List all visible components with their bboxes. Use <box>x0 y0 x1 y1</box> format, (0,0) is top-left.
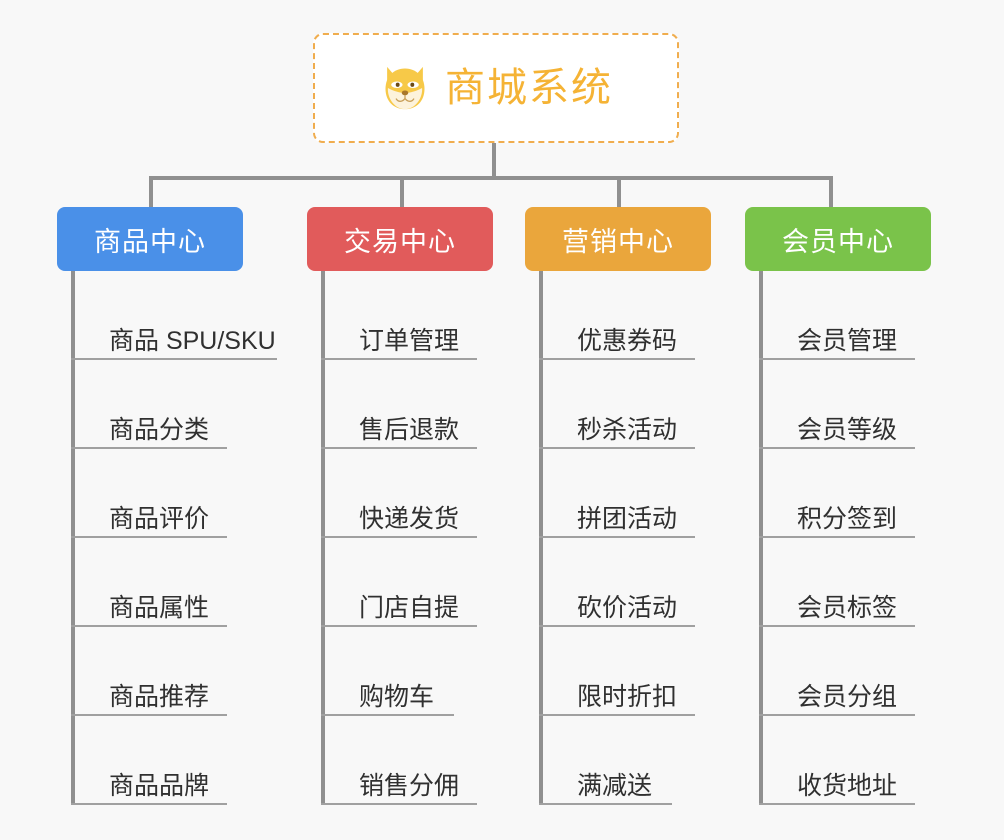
sub-item-label: 拼团活动 <box>577 505 678 534</box>
sub-item-4-3[interactable]: 积分签到 <box>759 449 915 538</box>
sub-item-label: 商品品牌 <box>109 772 210 801</box>
category-box-4[interactable]: 会员中心 <box>745 207 931 271</box>
sub-item-3-3[interactable]: 拼团活动 <box>539 449 695 538</box>
sub-item-label: 购物车 <box>359 683 435 712</box>
category-label-4: 会员中心 <box>782 226 894 257</box>
shiba-dog-icon <box>385 66 425 110</box>
sub-item-label: 商品 SPU/SKU <box>109 327 276 356</box>
sub-item-label: 商品评价 <box>109 505 210 534</box>
sub-item-label: 会员分组 <box>797 683 898 712</box>
sub-item-3-1[interactable]: 优惠券码 <box>539 271 695 360</box>
sub-spine-3 <box>539 271 543 805</box>
sub-item-1-4[interactable]: 商品属性 <box>71 538 227 627</box>
sub-item-3-5[interactable]: 限时折扣 <box>539 627 695 716</box>
sub-item-4-1[interactable]: 会员管理 <box>759 271 915 360</box>
sub-item-1-6[interactable]: 商品品牌 <box>71 716 227 805</box>
sub-item-label: 秒杀活动 <box>577 416 678 445</box>
sub-item-2-2[interactable]: 售后退款 <box>321 360 477 449</box>
sub-item-label: 售后退款 <box>359 416 460 445</box>
sub-item-label: 会员等级 <box>797 416 898 445</box>
category-label-3: 营销中心 <box>562 226 674 257</box>
sub-item-1-3[interactable]: 商品评价 <box>71 449 227 538</box>
connector-drop-2 <box>400 178 404 207</box>
root-node-shop-system[interactable]: 商城系统 <box>313 33 679 143</box>
sub-item-label: 限时折扣 <box>577 683 678 712</box>
sub-item-2-5[interactable]: 购物车 <box>321 627 454 716</box>
sub-item-3-2[interactable]: 秒杀活动 <box>539 360 695 449</box>
sub-item-2-1[interactable]: 订单管理 <box>321 271 477 360</box>
category-label-2: 交易中心 <box>344 226 456 257</box>
connector-root-stem <box>492 143 496 178</box>
sub-item-label: 会员管理 <box>797 327 898 356</box>
connector-drop-4 <box>829 178 833 207</box>
sub-item-4-6[interactable]: 收货地址 <box>759 716 915 805</box>
sub-spine-2 <box>321 271 325 805</box>
sub-item-1-1[interactable]: 商品 SPU/SKU <box>71 271 277 360</box>
connector-horizontal-bar <box>149 176 833 180</box>
connector-drop-1 <box>149 178 153 207</box>
category-label-1: 商品中心 <box>94 226 206 257</box>
category-box-3[interactable]: 营销中心 <box>525 207 711 271</box>
sub-item-3-6[interactable]: 满减送 <box>539 716 672 805</box>
sub-item-label: 收货地址 <box>797 772 898 801</box>
connector-drop-3 <box>617 178 621 207</box>
sub-spine-1 <box>71 271 75 805</box>
root-node-label: 商城系统 <box>445 66 613 110</box>
sub-item-label: 快递发货 <box>359 505 460 534</box>
sub-item-label: 优惠券码 <box>577 327 678 356</box>
sub-item-label: 积分签到 <box>797 505 898 534</box>
sub-spine-4 <box>759 271 763 805</box>
sub-item-4-2[interactable]: 会员等级 <box>759 360 915 449</box>
sub-item-label: 商品推荐 <box>109 683 210 712</box>
sub-item-4-4[interactable]: 会员标签 <box>759 538 915 627</box>
sub-item-label: 订单管理 <box>359 327 460 356</box>
category-box-2[interactable]: 交易中心 <box>307 207 493 271</box>
category-box-1[interactable]: 商品中心 <box>57 207 243 271</box>
sub-item-label: 商品分类 <box>109 416 210 445</box>
sub-item-1-2[interactable]: 商品分类 <box>71 360 227 449</box>
sub-item-label: 满减送 <box>577 772 653 801</box>
sub-item-2-3[interactable]: 快递发货 <box>321 449 477 538</box>
sub-item-label: 砍价活动 <box>577 594 678 623</box>
sub-item-1-5[interactable]: 商品推荐 <box>71 627 227 716</box>
sub-item-label: 销售分佣 <box>359 772 460 801</box>
sub-item-label: 商品属性 <box>109 594 210 623</box>
sub-item-2-6[interactable]: 销售分佣 <box>321 716 477 805</box>
sub-item-label: 门店自提 <box>359 594 460 623</box>
sub-item-2-4[interactable]: 门店自提 <box>321 538 477 627</box>
sub-item-3-4[interactable]: 砍价活动 <box>539 538 695 627</box>
sub-item-4-5[interactable]: 会员分组 <box>759 627 915 716</box>
sub-item-label: 会员标签 <box>797 594 898 623</box>
